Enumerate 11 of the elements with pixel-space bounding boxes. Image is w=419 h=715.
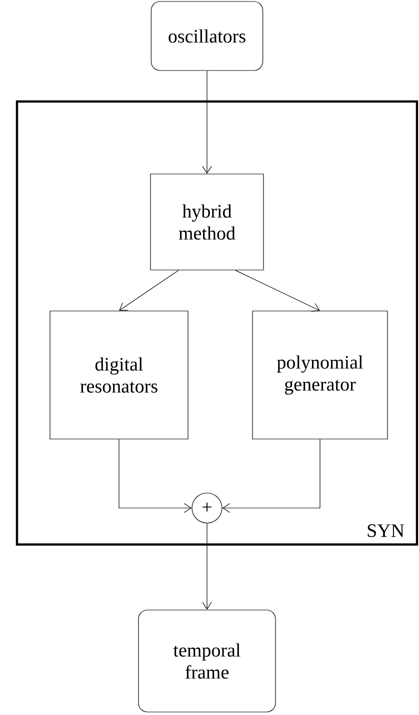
process-box: digital resonators (50, 310, 188, 440)
process-box: temporal frame (138, 610, 276, 712)
arrow (202, 70, 212, 174)
arrow (235, 270, 320, 312)
arrow (119, 270, 179, 311)
process-box: hybrid method (150, 174, 264, 270)
process-box: oscillators (150, 1, 264, 71)
arrow (202, 523, 212, 610)
process-box: polynomial generator (252, 310, 388, 440)
arrow (222, 439, 320, 513)
arrow (118, 439, 192, 513)
